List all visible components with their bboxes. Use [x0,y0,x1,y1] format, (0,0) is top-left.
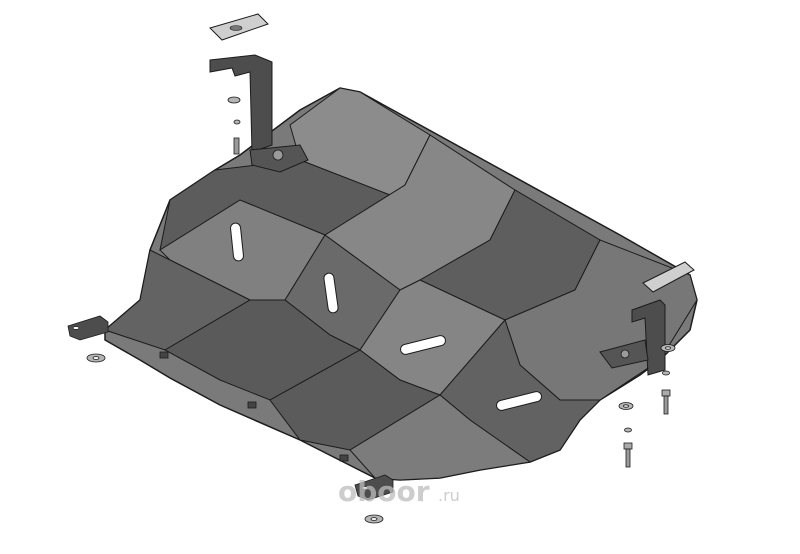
slot-3 [400,335,446,355]
bottom-front-tab [354,474,394,524]
right-top-plate [642,261,695,293]
slot-1 [230,222,244,262]
left-rear-bracket [209,54,309,173]
bracket-nut-right [620,349,630,359]
right-rear-bracket [599,299,666,376]
edge-tabs [159,351,349,462]
plate-panel-6 [163,299,362,401]
bracket-nut-left [272,149,284,161]
slot-4 [496,391,542,411]
watermark-logo: oboor .ru [338,475,460,508]
watermark-suffix: .ru [438,486,460,505]
plate-slots [230,222,542,411]
left-front-tab [67,315,109,363]
slot-2 [323,272,339,314]
right-hardware [618,344,676,468]
left-hardware [227,96,241,155]
watermark-text: oboor [338,475,430,508]
